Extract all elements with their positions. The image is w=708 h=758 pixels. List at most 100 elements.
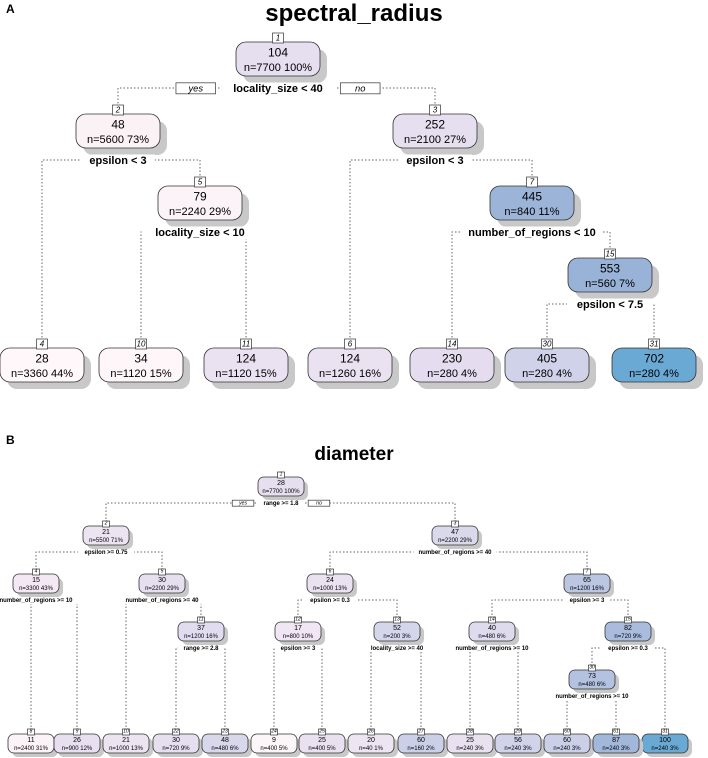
node-id: 61 — [613, 729, 619, 735]
split-label-bg — [398, 154, 472, 168]
split-label-bg — [219, 82, 337, 96]
node-stats: n=240 3% — [651, 746, 679, 752]
tree-edge — [370, 647, 397, 734]
node-id-box — [326, 568, 334, 576]
tree-edge — [200, 231, 247, 348]
node-value: 79 — [193, 189, 207, 203]
node-id: 1 — [280, 472, 283, 478]
yes-label: yes — [187, 83, 203, 93]
split-label: range >= 1.8 — [263, 501, 299, 507]
node-stats: n=7700 100% — [262, 489, 300, 495]
node-stats: n=240 3% — [602, 746, 630, 752]
tree-title-spectral-radius: spectral_radius — [265, 0, 443, 27]
split-label: epsilon < 3 — [406, 155, 463, 167]
node-id-box — [514, 728, 522, 736]
tree-edge — [201, 647, 226, 734]
tree-edge — [435, 159, 533, 186]
split-label: epsilon < 7.5 — [577, 299, 643, 311]
node-value: 40 — [488, 625, 496, 632]
split-label-bg — [303, 597, 357, 604]
node-value: 48 — [111, 117, 125, 131]
split-label: epsilon >= 0.3 — [608, 646, 648, 652]
tree-edge — [298, 647, 323, 734]
tree-edge — [175, 647, 201, 734]
node-stats: n=2200 29% — [438, 538, 473, 544]
tree-edge — [35, 551, 106, 574]
node-id: 11 — [198, 617, 203, 623]
node-id: 5 — [161, 569, 164, 575]
node-id-box — [648, 338, 660, 350]
node-stats: n=280 4% — [522, 368, 572, 380]
split-label-bg — [601, 645, 655, 652]
no-label: no — [355, 83, 365, 93]
node-value: 87 — [612, 737, 620, 744]
tree-edge — [125, 599, 162, 734]
split-label-bg — [177, 645, 225, 652]
split-label: number_of_regions >= 40 — [418, 550, 492, 556]
node-id: 60 — [564, 729, 570, 735]
node-id: 23 — [221, 729, 228, 735]
node-id-box — [197, 616, 205, 624]
split-label: number_of_regions >= 10 — [555, 694, 629, 700]
node-value: 56 — [514, 737, 522, 744]
node-id-box — [272, 32, 284, 44]
node-id-box — [270, 728, 278, 736]
node-id: 31 — [650, 340, 659, 349]
node-id-box — [135, 338, 147, 350]
split-label: number_of_regions >= 10 — [0, 598, 73, 604]
node-id-box — [32, 568, 40, 576]
node-value: 73 — [588, 673, 596, 680]
node-id: 11 — [242, 340, 250, 349]
node-id: 6 — [329, 569, 332, 575]
node-value: 25 — [318, 737, 326, 744]
node-id-box — [240, 338, 252, 350]
yes-box — [175, 82, 216, 95]
node-stats: n=7700 100% — [244, 62, 312, 74]
node-stats: n=5500 71% — [89, 538, 124, 544]
tree-edge — [140, 231, 200, 348]
node-id-box — [612, 728, 620, 736]
split-label-bg — [274, 645, 322, 652]
split-label: number_of_regions >= 40 — [125, 598, 199, 604]
node-id: 8 — [30, 729, 33, 735]
split-label: epsilon < 3 — [89, 155, 146, 167]
node-value: 17 — [294, 625, 302, 632]
node-id-box — [583, 568, 591, 576]
node-id-box — [429, 104, 441, 116]
tree-edge — [455, 551, 588, 574]
node-id: 14 — [448, 340, 457, 349]
node-stats: n=1120 15% — [110, 368, 171, 380]
split-label: epsilon >= 3 — [570, 598, 605, 604]
node-id: 1 — [276, 34, 280, 43]
node-value: 124 — [236, 351, 256, 365]
split-label: epsilon >= 3 — [281, 646, 316, 652]
node-id: 24 — [270, 729, 277, 735]
split-label-bg — [550, 693, 634, 700]
node-stats: n=1120 15% — [215, 368, 276, 380]
node-stats: n=720 9% — [614, 634, 642, 640]
tree-edge — [36, 599, 78, 734]
split-label-bg — [120, 597, 204, 604]
tree-node-61: 61 87 n=240 3% — [592, 728, 643, 757]
tree-edge — [30, 599, 36, 734]
node-stats: n=1200 16% — [570, 586, 605, 592]
node-id: 10 — [137, 340, 146, 349]
node-value: 28 — [277, 480, 285, 487]
node-id-box — [221, 728, 229, 736]
node-value: 230 — [442, 351, 462, 365]
node-id: 4 — [40, 340, 45, 349]
tree-edge — [329, 551, 455, 574]
node-stats: n=240 3% — [553, 746, 581, 752]
